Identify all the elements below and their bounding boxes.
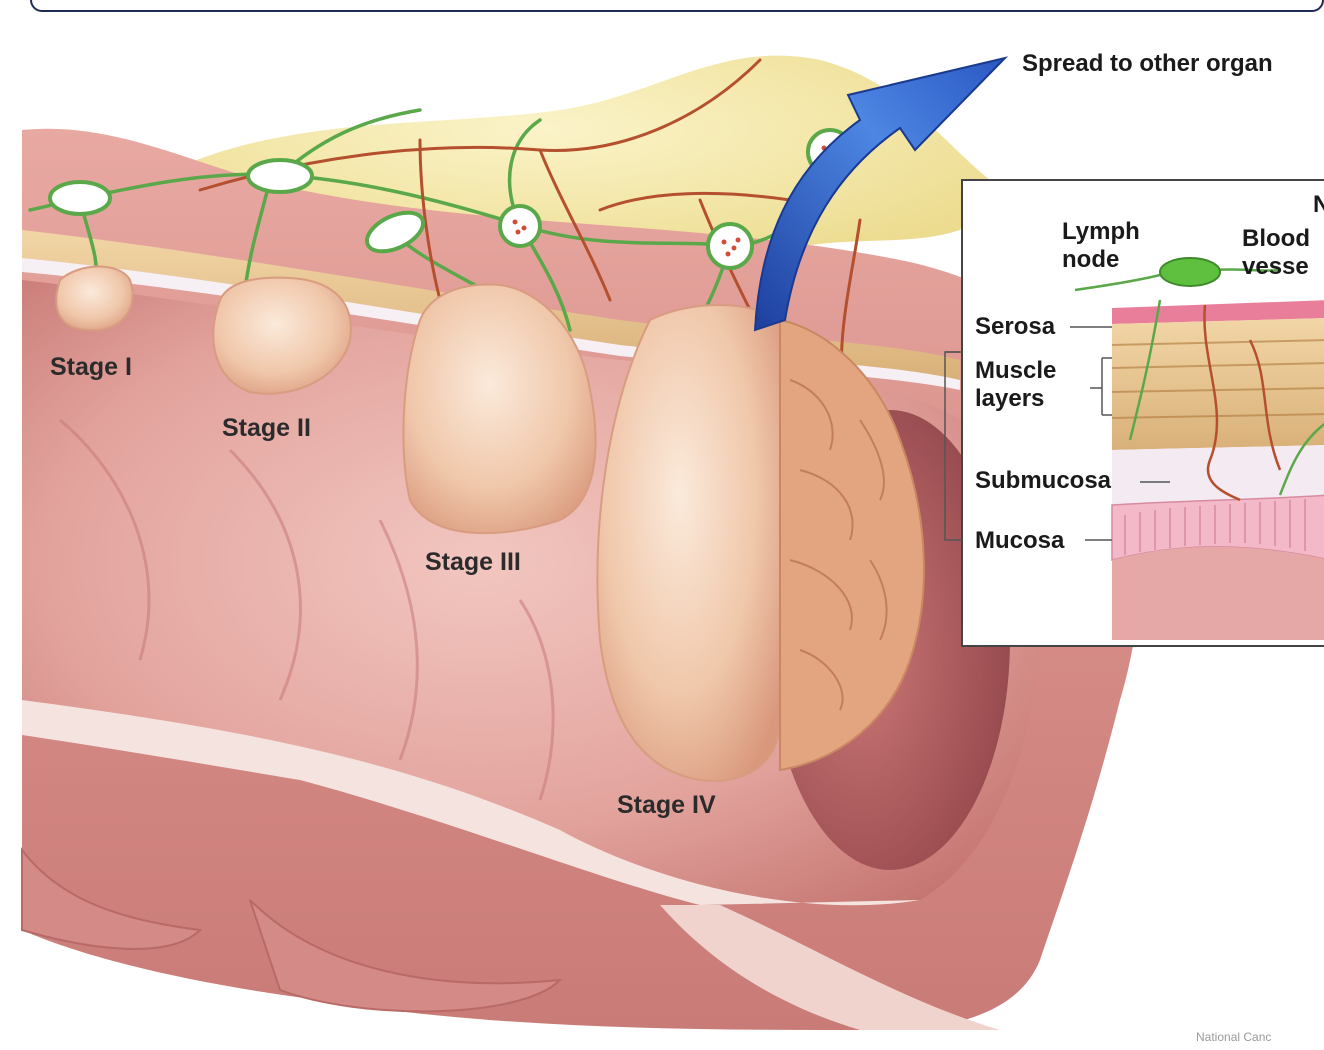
- inset-panel: [944, 179, 1324, 647]
- credit-text: National Canc: [1196, 1030, 1272, 1044]
- tumor-stage-2: [212, 276, 352, 395]
- tumor-stage-4: [596, 304, 925, 782]
- inset-blood-vessel-label: Blood vesse: [1242, 225, 1310, 280]
- stage-3-label: Stage III: [425, 548, 521, 576]
- inset-lymph-node: [1159, 257, 1221, 287]
- inset-serosa-label: Serosa: [975, 313, 1056, 340]
- inset-submucosa-label: Submucosa: [975, 467, 1112, 494]
- stage-2-label: Stage II: [222, 414, 311, 442]
- tumor-stage-3: [402, 283, 597, 535]
- inset-muscle-layers-label: Muscle layers: [975, 357, 1057, 412]
- stage-1-label: Stage I: [50, 353, 132, 381]
- cut-edge: [22, 700, 920, 906]
- inset-lymph-node-label: Lymph node: [1062, 218, 1140, 273]
- inset-corner-letter: N: [1313, 191, 1324, 218]
- inset-mucosa-label: Mucosa: [975, 527, 1065, 554]
- tumor-stage-1: [55, 265, 134, 332]
- spread-label: Spread to other organ: [1022, 50, 1273, 77]
- spread-arrow: [753, 56, 1009, 332]
- stage-4-label: Stage IV: [617, 791, 716, 819]
